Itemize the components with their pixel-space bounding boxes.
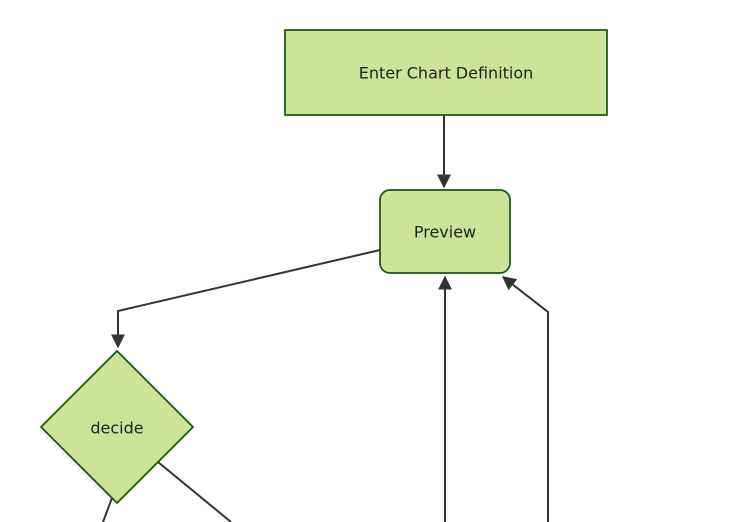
edge-decide-to-offscreen-bottom-left xyxy=(102,497,113,522)
node-enter-chart-definition: Enter Chart Definition xyxy=(284,29,608,116)
node-preview-label: Preview xyxy=(414,223,476,242)
node-preview: Preview xyxy=(379,189,511,274)
node-decide: decide xyxy=(39,349,195,505)
node-decide-shape xyxy=(39,349,195,505)
node-enter-chart-definition-shape xyxy=(284,29,608,116)
node-enter-chart-definition-label: Enter Chart Definition xyxy=(359,64,534,83)
edge-decide-to-offscreen-bottom xyxy=(157,461,232,522)
edge-offscreen-bottom-right-to-preview xyxy=(501,276,549,522)
node-preview-shape xyxy=(379,189,511,274)
edge-preview-to-decide xyxy=(111,249,381,349)
node-decide-label: decide xyxy=(90,419,143,438)
edge-layer xyxy=(102,115,549,522)
